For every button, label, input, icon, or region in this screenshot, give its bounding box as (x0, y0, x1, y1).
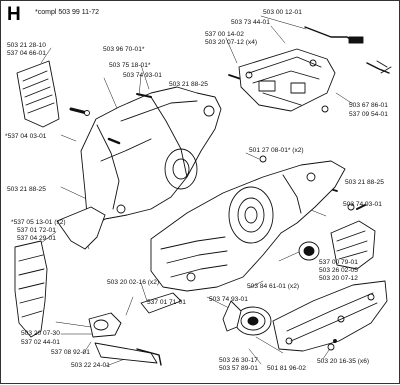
left-crankcase-half (80, 86, 222, 230)
part-label: 503 21 28-10 (7, 42, 46, 49)
left-shield-plate (16, 60, 60, 128)
part-label: 503 74 93-01 (209, 296, 248, 303)
part-label: 503 20 16-35 (x6) (317, 358, 370, 365)
lower-right-screws (327, 339, 337, 351)
part-label: 503 20 02-16 (x2) (107, 279, 160, 286)
part-label: 537 00 79-01 (319, 259, 358, 266)
part-label: *537 04 03-01 (5, 133, 47, 140)
part-label: 503 74 93-01 (123, 72, 162, 79)
part-label: 503 67 86-01 (349, 102, 388, 109)
throttle-cable-part (304, 26, 392, 74)
part-label: 503 20 07-12 (319, 275, 358, 282)
part-label: 503 20 07-30 (21, 330, 60, 337)
part-label: 503 96 70-01* (103, 46, 145, 53)
part-label: 503 21 88-25 (169, 81, 208, 88)
right-crankcase-half (150, 160, 346, 292)
part-label: 537 04 66-01 (7, 50, 46, 57)
part-label: 501 81 96-02 (267, 365, 306, 372)
top-cover-assembly (238, 48, 336, 112)
part-label: 503 73 44-01 (231, 19, 270, 26)
part-label: 537 04 29-01 (17, 235, 56, 242)
part-label: 503 26 30-17 (219, 357, 258, 364)
right-side-cover (330, 203, 376, 270)
part-label: 503 84 61-01 (x2) (247, 283, 300, 290)
part-label: 537 09 54-01 (349, 111, 388, 118)
section-letter: H (7, 4, 21, 25)
part-label: 537 01 72-01 (17, 227, 56, 234)
part-label: 503 20 07-12 (x4) (205, 39, 258, 46)
part-label: 503 21 88-25 (345, 179, 384, 186)
chain-guard-plate (272, 280, 388, 352)
part-label: 503 26 02-05 (319, 267, 358, 274)
complete-assembly-label: *compl 503 99 11-72 (35, 9, 100, 16)
lower-left-shield (14, 206, 106, 338)
part-label: 537 02 44-01 (21, 339, 60, 346)
part-label: 537 00 14-02 (205, 31, 244, 38)
part-label: 503 21 88-25 (7, 186, 46, 193)
part-label: 503 22 24-01 (71, 362, 110, 369)
bearing-seal (298, 241, 320, 261)
part-label: 537 01 71-01 (147, 299, 186, 306)
part-label: 503 57 89-01 (219, 365, 258, 372)
part-label: 503 74 93-01 (343, 201, 382, 208)
part-label: 537 08 92-01 (51, 349, 90, 356)
bottom-bar-pieces (88, 292, 182, 366)
clutch-drum (222, 300, 272, 336)
part-label: *537 05 13-01 (x2) (11, 219, 66, 226)
part-label: 503 75 18-01* (109, 62, 151, 69)
part-label: 503 00 12-01 (263, 9, 302, 16)
part-label: 501 27 08-01* (x2) (249, 147, 304, 154)
